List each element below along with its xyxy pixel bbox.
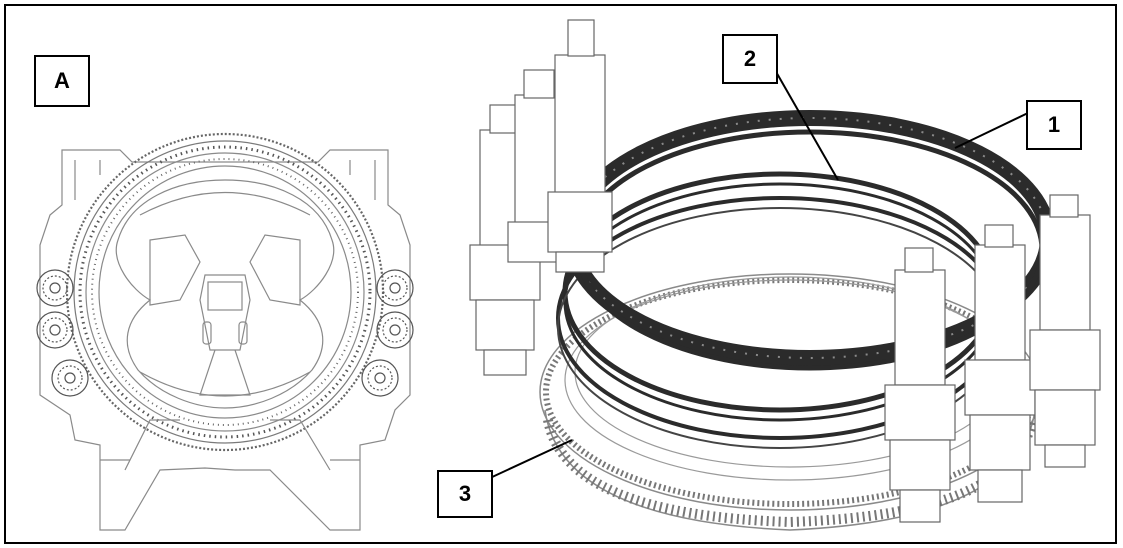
callout-2: 2	[722, 34, 778, 84]
leader-line-2	[774, 69, 839, 181]
callout-3: 3	[437, 470, 493, 518]
leader-line-1	[954, 111, 1031, 149]
view-label-a: A	[34, 55, 90, 107]
leader-line-3	[489, 439, 573, 479]
pitch-drive-motors-left	[469, 19, 613, 376]
callout-1: 1	[1026, 100, 1082, 150]
pitch-assembly	[469, 19, 1101, 531]
hub-front-view	[36, 132, 414, 531]
pitch-drive-motors-right	[884, 194, 1101, 523]
